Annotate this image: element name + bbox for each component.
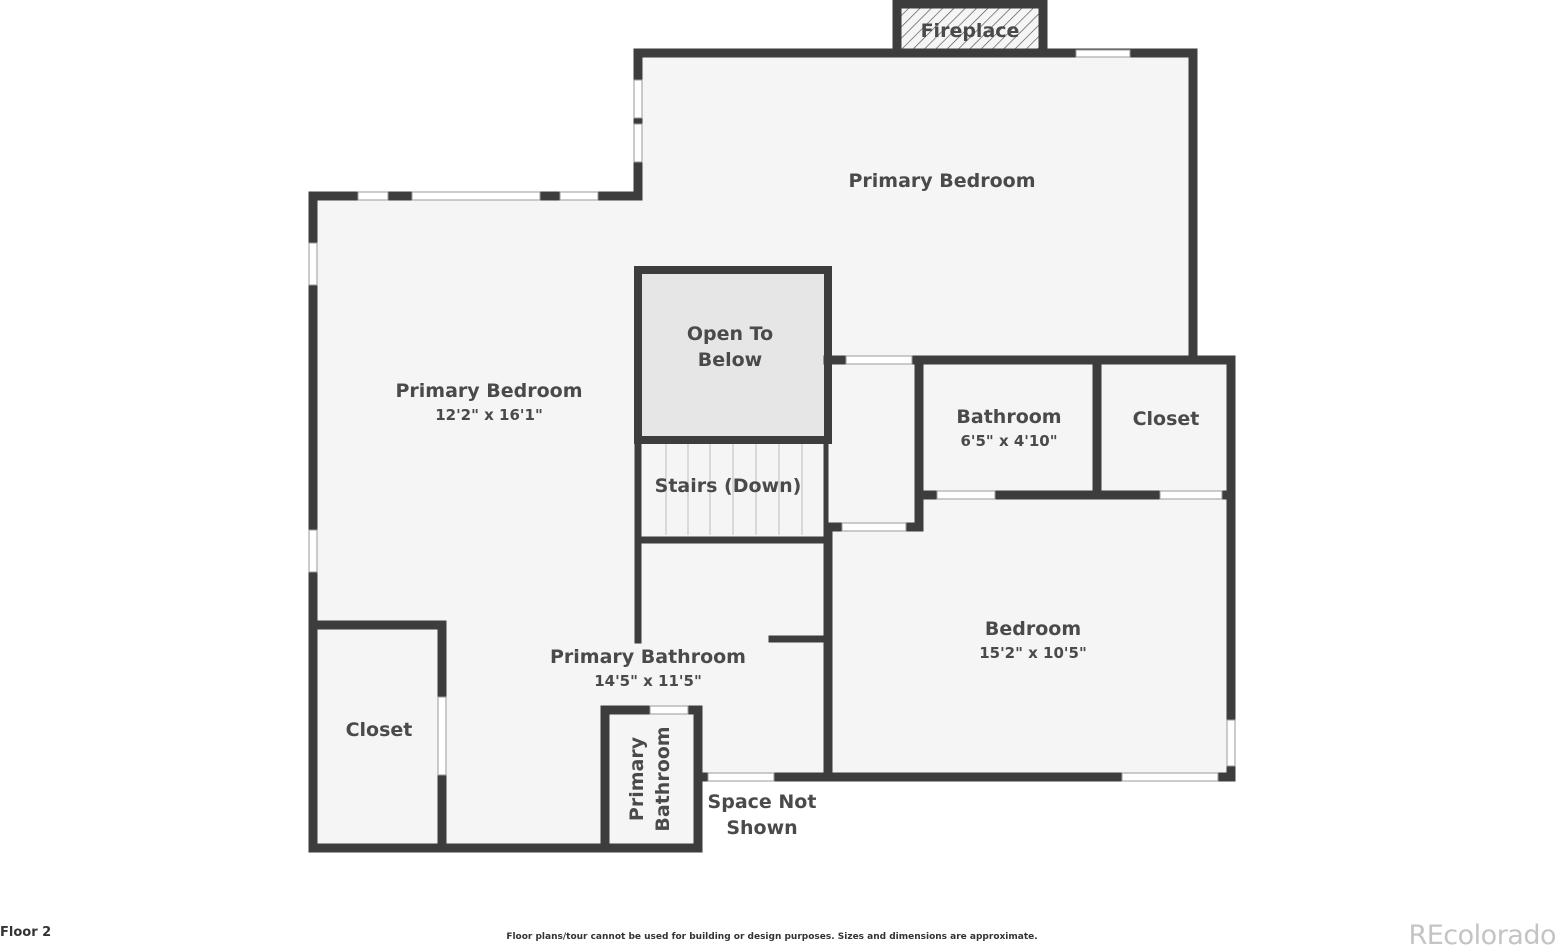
window <box>411 191 541 201</box>
open-to-below-label-line1: Open To <box>687 323 773 345</box>
window <box>559 191 599 201</box>
stair-treads <box>665 444 803 535</box>
space-not-shown-label-line2: Shown <box>726 817 797 839</box>
space-not-shown-label-line1: Space Not <box>708 791 817 813</box>
disclaimer-text: Floor plans/tour cannot be used for buil… <box>506 932 1038 942</box>
open-to-below-area <box>641 273 826 436</box>
primary-bathroom-dimensions: 14'5" x 11'5" <box>594 672 702 690</box>
window <box>357 191 389 201</box>
stairs-label: Stairs (Down) <box>655 475 802 497</box>
window <box>633 123 643 163</box>
room-labels: Fireplace Primary Bedroom Primary Bedroo… <box>346 20 1200 839</box>
closet-right-label: Closet <box>1133 408 1200 430</box>
bedroom-label: Bedroom <box>985 618 1081 640</box>
doorway <box>845 355 913 365</box>
window <box>1121 772 1219 782</box>
brand-watermark: REcolorado <box>1408 920 1556 951</box>
windows <box>308 49 1236 782</box>
window <box>649 705 689 715</box>
bathroom-label: Bathroom <box>956 406 1061 428</box>
primary-bathroom-small-label-line2: Bathroom <box>652 726 674 831</box>
fireplace-area <box>900 7 1040 49</box>
doorway <box>841 522 907 532</box>
window <box>633 79 643 119</box>
fireplace-label: Fireplace <box>921 20 1020 42</box>
bathroom-dimensions: 6'5" x 4'10" <box>960 432 1057 450</box>
primary-bathroom-small-label-line1: Primary <box>626 736 648 821</box>
primary-bedroom-upper-label: Primary Bedroom <box>848 170 1035 192</box>
doorway <box>707 772 775 782</box>
primary-bathroom-label: Primary Bathroom <box>550 646 746 668</box>
floor-label: Floor 2 <box>0 925 52 940</box>
floor-areas <box>313 7 1231 847</box>
bedroom-dimensions: 15'2" x 10'5" <box>979 644 1087 662</box>
window <box>1226 719 1236 767</box>
closet-left-label: Closet <box>346 719 413 741</box>
window <box>308 529 318 573</box>
window <box>1075 49 1131 58</box>
open-to-below-label-line2: Below <box>698 349 763 371</box>
primary-bedroom-dimensions: 12'2" x 16'1" <box>435 406 543 424</box>
doorway <box>437 696 447 776</box>
doorway <box>936 490 996 500</box>
main-floor-area <box>313 53 1231 847</box>
window <box>308 242 318 286</box>
primary-bedroom-label: Primary Bedroom <box>395 380 582 402</box>
doorway <box>1159 490 1223 500</box>
